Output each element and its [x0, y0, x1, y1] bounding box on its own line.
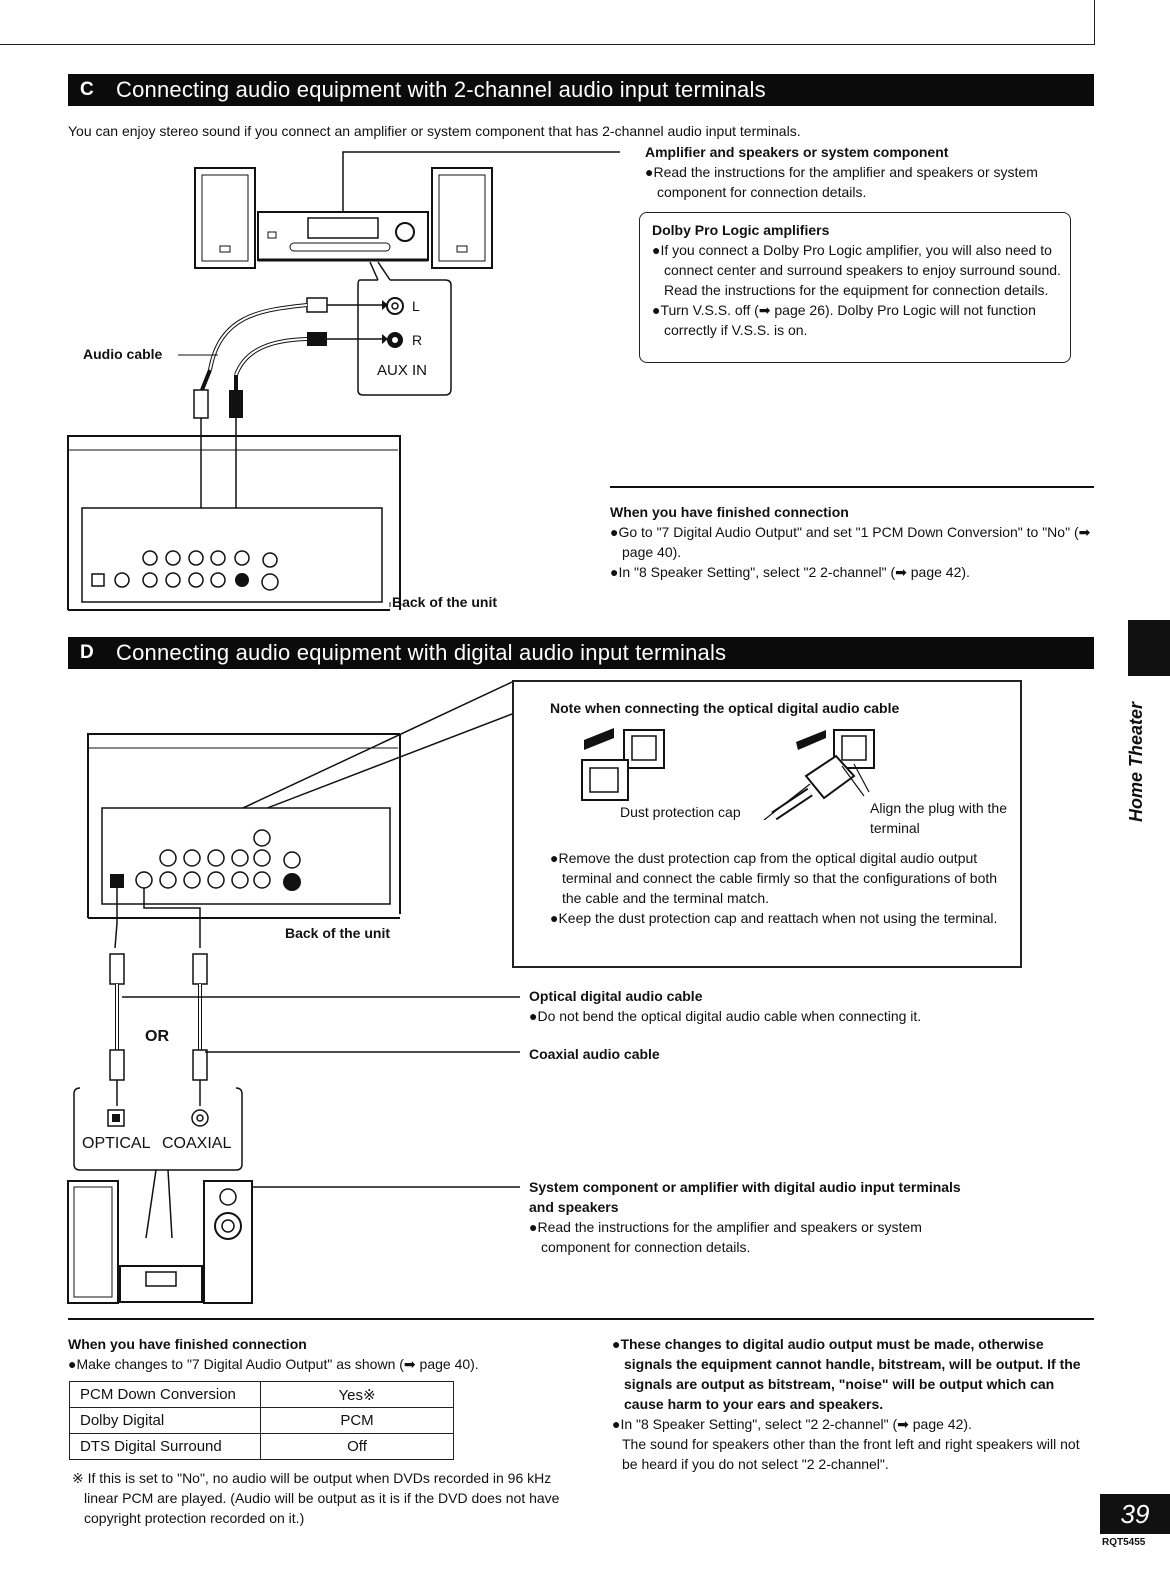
coaxial-label: Coaxial audio cable [529, 1046, 660, 1062]
section-d-back-label: Back of the unit [285, 925, 391, 941]
or-label: OR [145, 1028, 169, 1045]
aux-r-label: R [412, 332, 423, 348]
bottom-finished-intro: ●Make changes to "7 Digital Audio Output… [68, 1356, 479, 1372]
section-d-letter: D [80, 642, 94, 663]
table-row: PCM Down Conversion Yes※ [69, 1381, 454, 1408]
amp-note: ●Read the instructions for the amplifier… [645, 164, 1038, 200]
section-c-finished-item-1: ●Go to "7 Digital Audio Output" and set … [610, 524, 1091, 560]
table-footnote: ※ If this is set to "No", no audio will … [72, 1470, 560, 1526]
amp-block: Amplifier and speakers or system compone… [645, 142, 1085, 202]
aux-l-label: L [412, 298, 420, 314]
amp-leader-line [342, 151, 620, 235]
system-block: System component or amplifier with digit… [529, 1177, 989, 1257]
system-right-speaker-icon [203, 1180, 253, 1304]
dolby-title: Dolby Pro Logic amplifiers [652, 222, 830, 238]
aux-callout [357, 279, 452, 396]
bottom-divider [68, 1318, 1094, 1320]
page-number: 39 [1100, 1494, 1170, 1534]
system-label: System component or amplifier with digit… [529, 1179, 961, 1215]
section-d-title: Connecting audio equipment with digital … [116, 640, 727, 665]
table-cell: PCM Down Conversion [69, 1381, 261, 1408]
table-row: DTS Digital Surround Off [69, 1433, 454, 1460]
section-c-finished-heading: When you have finished connection [610, 504, 849, 520]
system-amplifier-icon [119, 1265, 203, 1303]
coaxial-terminal-label: COAXIAL [162, 1135, 232, 1152]
left-speaker-icon [194, 167, 256, 269]
table-cell: Yes※ [260, 1381, 454, 1408]
terminal-callout [73, 1087, 243, 1171]
bottom-finished: When you have finished connection ●Make … [68, 1334, 568, 1374]
bottom-right-block: ●These changes to digital audio output m… [612, 1334, 1094, 1474]
section-d-header: D Connecting audio equipment with digita… [68, 637, 1094, 669]
audio-cable-label: Audio cable [83, 346, 163, 362]
warning-text: ●These changes to digital audio output m… [612, 1336, 1081, 1412]
section-c-title: Connecting audio equipment with 2-channe… [116, 77, 766, 102]
aux-in-label: AUX IN [377, 362, 428, 379]
dolby-item-1: ●If you connect a Dolby Pro Logic amplif… [652, 242, 1061, 298]
note-item-2: ●Keep the dust protection cap and reatta… [550, 910, 998, 926]
dust-cap-label: Dust protection cap [620, 804, 741, 820]
table-cell: Off [260, 1433, 454, 1460]
note-items: ●Remove the dust protection cap from the… [550, 848, 1006, 928]
optical-block: Optical digital audio cable ●Do not bend… [529, 986, 1009, 1026]
bottom-finished-heading: When you have finished connection [68, 1336, 307, 1352]
settings-table: PCM Down Conversion Yes※ Dolby Digital P… [69, 1381, 454, 1460]
section-c-letter: C [80, 79, 94, 100]
optical-note: ●Do not bend the optical digital audio c… [529, 1008, 922, 1024]
aux-l-jack [386, 297, 404, 315]
section-c-header: C Connecting audio equipment with 2-chan… [68, 74, 1094, 106]
digital-cable-icon [109, 888, 520, 1106]
speaker-note: The sound for speakers other than the fr… [622, 1436, 1080, 1472]
note-item-1: ●Remove the dust protection cap from the… [550, 850, 998, 906]
dolby-box: Dolby Pro Logic amplifiers ●If you conne… [639, 212, 1071, 363]
optical-terminal-label: OPTICAL [82, 1135, 151, 1152]
system-left-speaker-icon [67, 1180, 119, 1304]
table-cell: Dolby Digital [69, 1407, 261, 1434]
section-c-intro: You can enjoy stereo sound if you connec… [68, 123, 801, 139]
note-box: Note when connecting the optical digital… [512, 680, 1022, 968]
unit-back-icon [67, 435, 402, 611]
right-speaker-icon [431, 167, 493, 269]
dolby-item-2: ●Turn V.S.S. off (➡ page 26). Dolby Pro … [652, 302, 1036, 338]
section-c-diagram [67, 151, 620, 611]
doc-code: RQT5455 [1102, 1537, 1146, 1548]
side-tab-label: Home Theater [1126, 701, 1146, 822]
section-c-back-label: Back of the unit [392, 594, 498, 610]
optical-plug-icon [763, 729, 875, 820]
optical-label: Optical digital audio cable [529, 988, 703, 1004]
section-c-finished: When you have finished connection ●Go to… [610, 502, 1094, 582]
audio-cable-icon [178, 297, 388, 580]
section-d-diagram [67, 681, 520, 1304]
dust-cap-icon [581, 728, 665, 801]
top-frame [0, 0, 1095, 45]
amp-label: Amplifier and speakers or system compone… [645, 144, 949, 160]
optical-terminal-icon [107, 1109, 125, 1127]
note-title: Note when connecting the optical digital… [550, 700, 900, 716]
align-label: Align the plug with the terminal [870, 800, 1007, 836]
amplifier-icon [257, 211, 429, 262]
side-tab-marker [1128, 620, 1170, 676]
section-c-finished-item-2: ●In "8 Speaker Setting", select "2 2-cha… [610, 564, 970, 580]
table-cell: PCM [260, 1407, 454, 1434]
unit-back-icon-d [87, 733, 401, 919]
table-row: Dolby Digital PCM [69, 1407, 454, 1434]
coaxial-terminal-icon [191, 1109, 209, 1127]
speaker-item: ●In "8 Speaker Setting", select "2 2-cha… [612, 1416, 972, 1432]
table-cell: DTS Digital Surround [69, 1433, 261, 1460]
finished-divider [610, 486, 1094, 488]
system-note: ●Read the instructions for the amplifier… [529, 1219, 922, 1255]
optical-plug-illustration [581, 728, 875, 820]
